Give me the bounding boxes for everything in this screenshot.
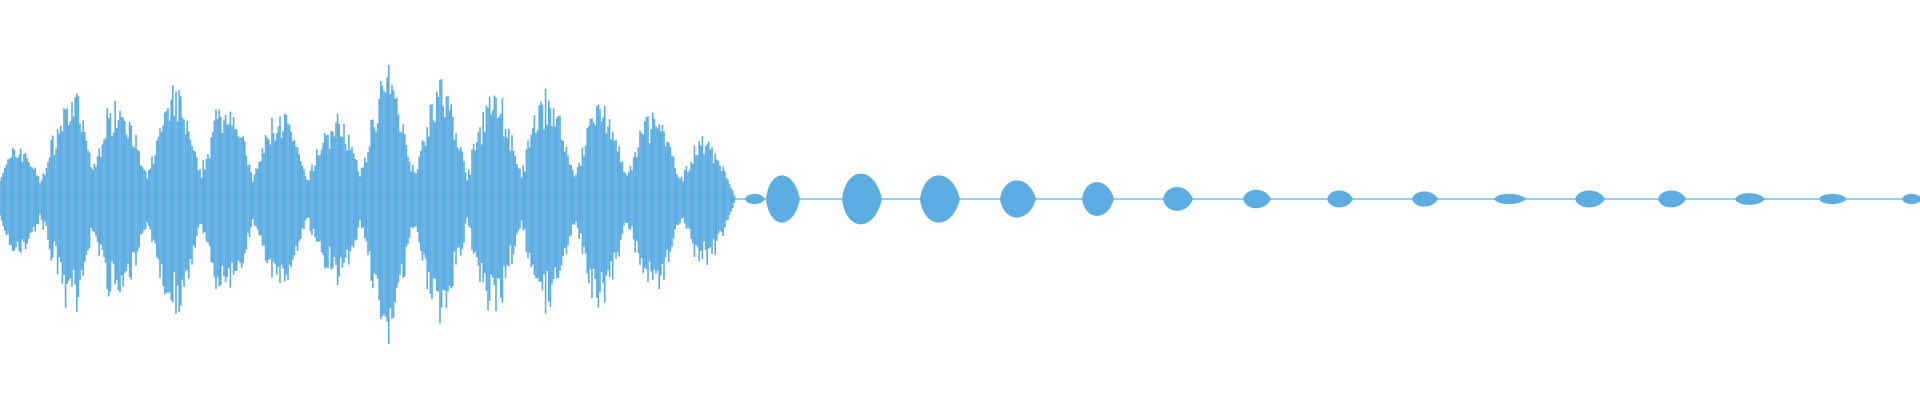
waveform-pulse xyxy=(1735,193,1765,205)
waveform-pulse xyxy=(1327,190,1353,208)
waveform-bars xyxy=(0,64,736,345)
waveform-pulse xyxy=(920,175,960,223)
waveform-pulse xyxy=(1494,193,1526,205)
waveform-pulse xyxy=(1243,189,1271,209)
waveform-pulse xyxy=(1082,182,1114,216)
waveform-pulse xyxy=(745,193,765,205)
waveform-pulse xyxy=(1412,191,1438,207)
waveform-pulse xyxy=(1575,190,1605,208)
waveform-pulse xyxy=(766,175,800,223)
waveform-pulse xyxy=(1000,180,1036,218)
waveform-pulse xyxy=(842,173,882,225)
waveform-pulse xyxy=(1658,190,1686,208)
waveform-pulse xyxy=(1902,193,1920,205)
waveform-pulse xyxy=(1163,187,1193,211)
waveform-pulse xyxy=(1819,193,1847,205)
waveform-pulses xyxy=(745,173,1920,225)
